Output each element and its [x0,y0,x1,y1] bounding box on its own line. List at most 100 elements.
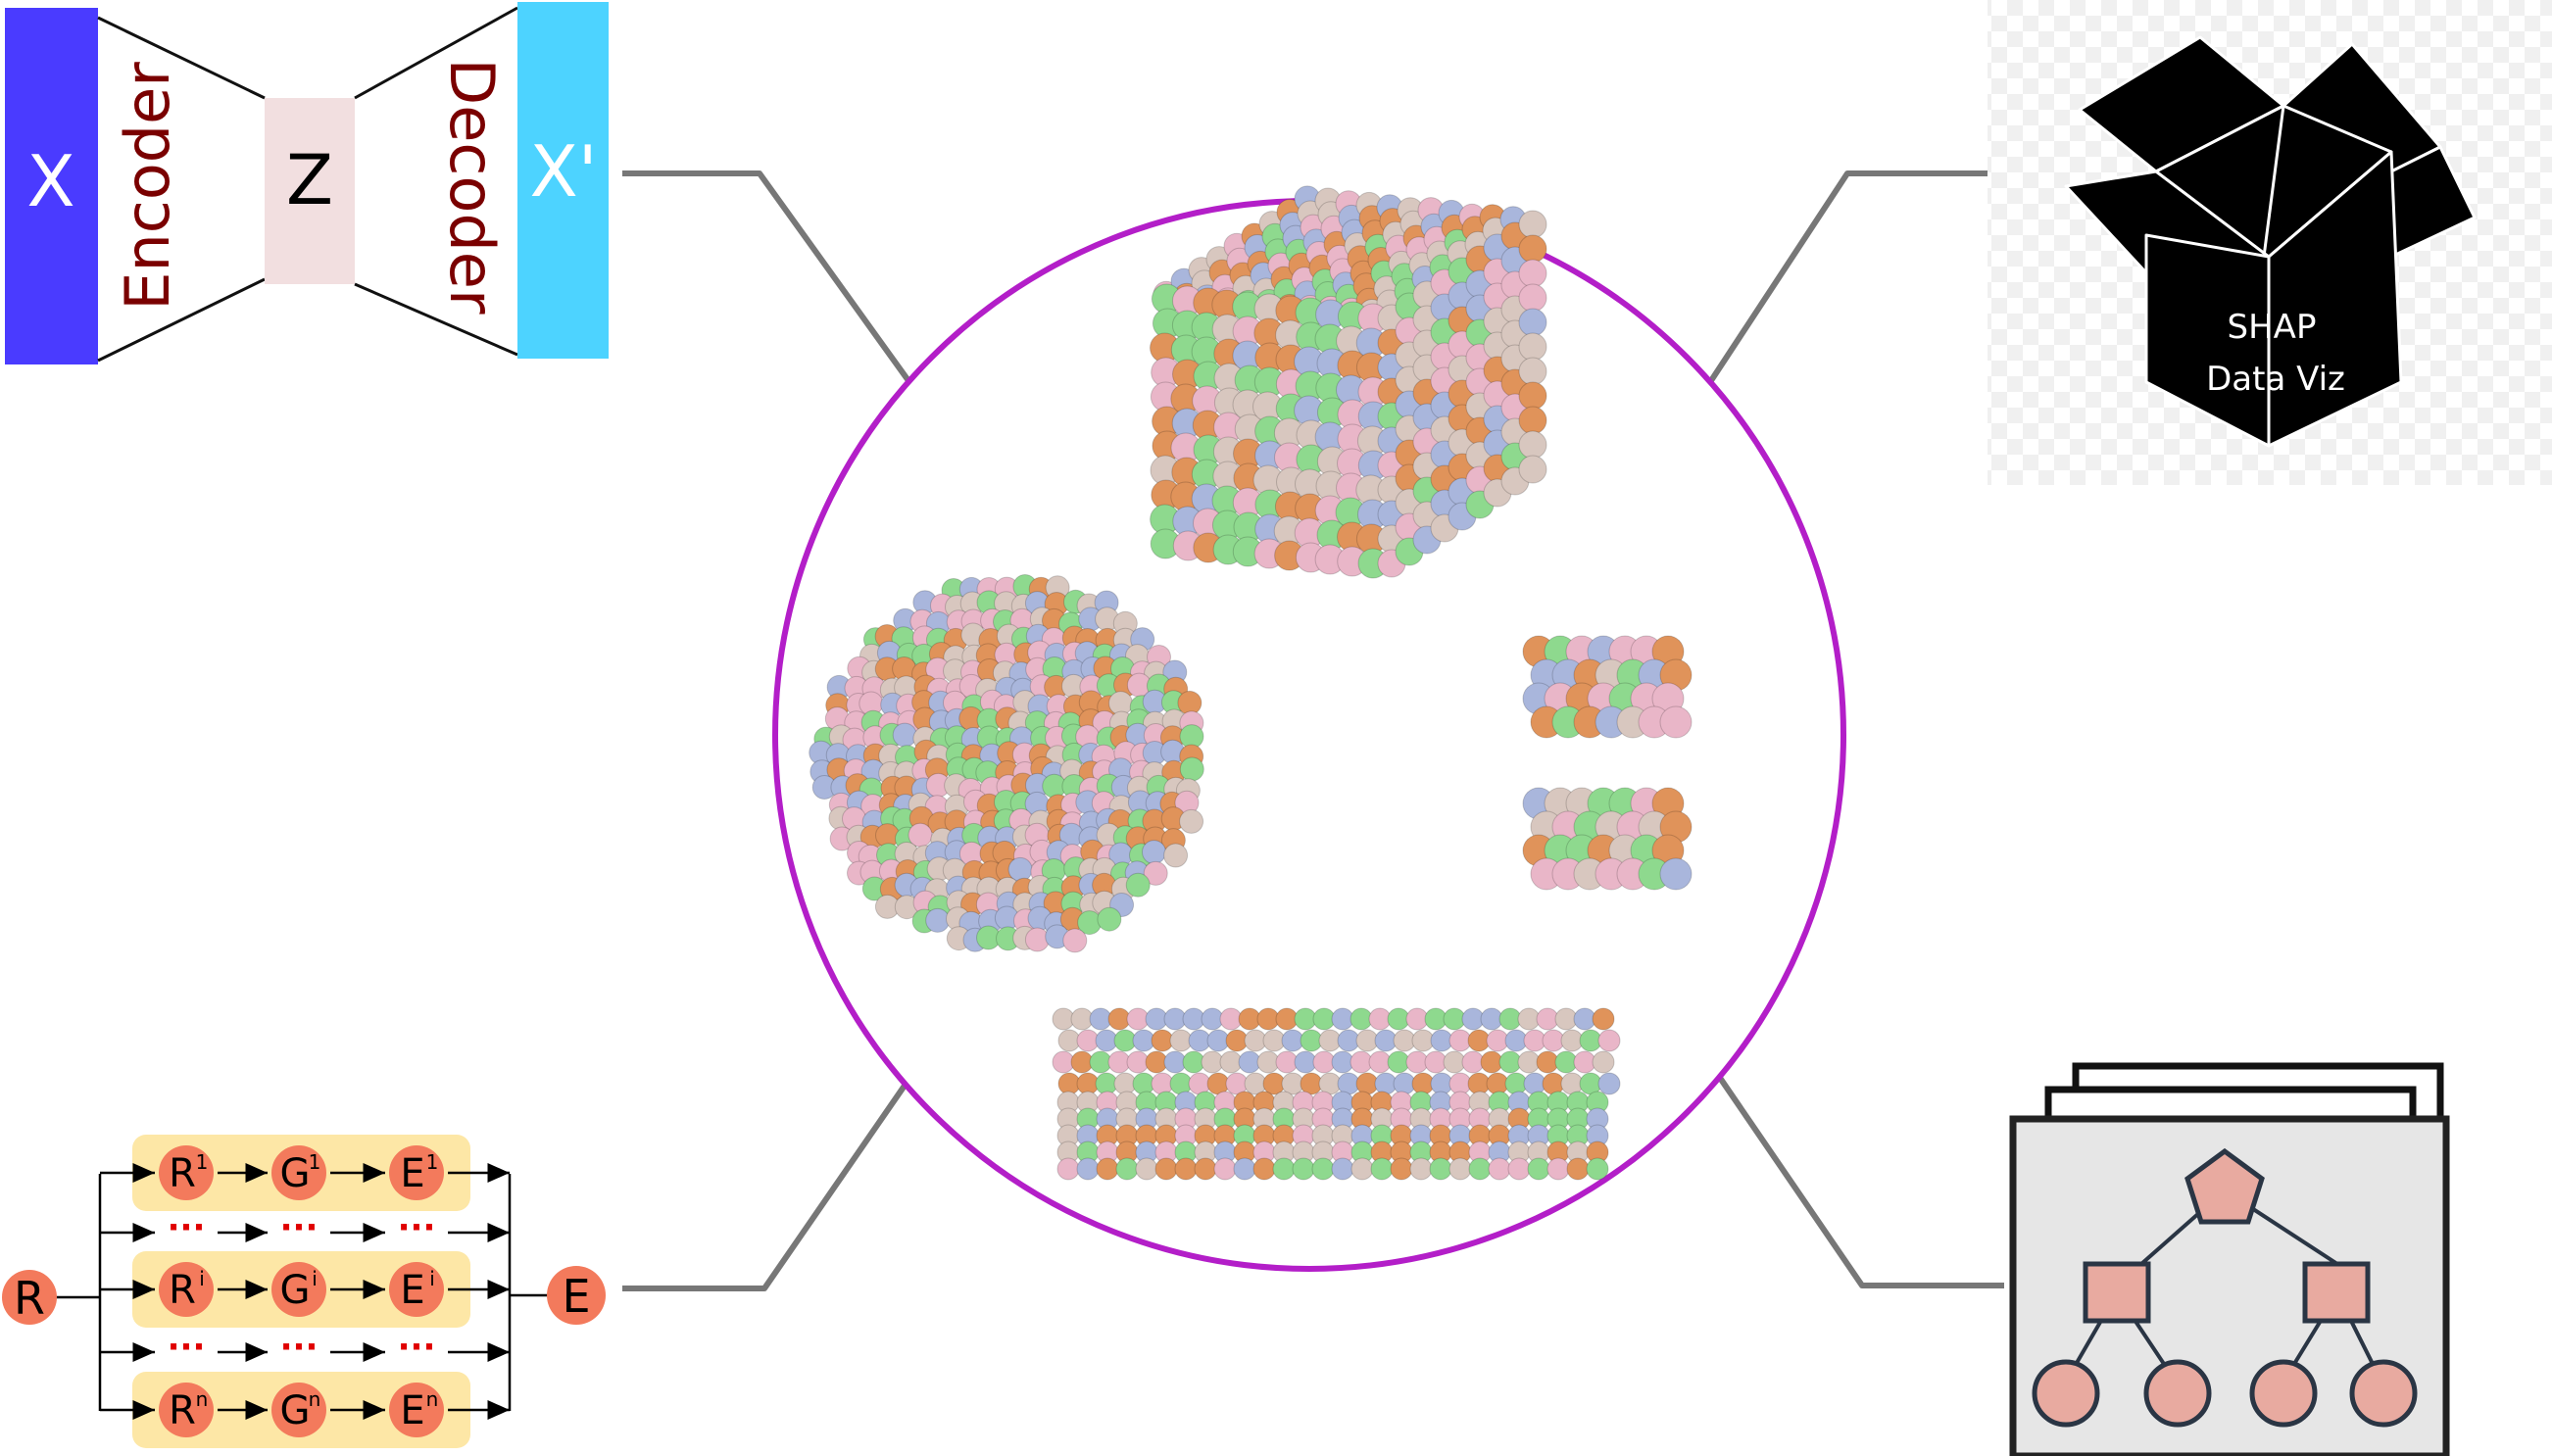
atom [1142,840,1166,865]
connector-lines [622,170,2004,1291]
tree-leaf-3 [2249,1359,2318,1428]
ensemble-ellipsis: ··· [168,1208,206,1247]
atom [1518,210,1547,239]
input-label: X [26,140,74,222]
tree-right-square [2302,1261,2371,1324]
atom [1518,234,1547,264]
shap-line2: Data Viz [2206,360,2345,399]
ensemble-output-label: E [562,1270,590,1323]
atom [1135,1157,1158,1181]
atom [925,907,951,933]
atom [1448,1157,1472,1181]
tree-leaf-2 [2143,1359,2212,1428]
atom [1252,1157,1276,1181]
atom [1096,1157,1119,1181]
atom [1174,1157,1198,1181]
atom [1659,705,1693,739]
atom [1350,1157,1374,1181]
output-label: X' [529,130,597,213]
ensemble-node-superscript: i [199,1267,205,1290]
atom [1566,1157,1590,1181]
decoder-label: Decoder [436,59,508,315]
ensemble-output-node [547,1266,606,1325]
connector-bottom-left [622,1081,909,1291]
atom [1518,308,1547,337]
ensemble-input-label: R [14,1272,45,1325]
atom [1592,1007,1615,1031]
atom [1062,928,1088,953]
atom [1390,1157,1413,1181]
atom [1076,1157,1100,1181]
atom [1518,455,1547,484]
atom [1331,1157,1354,1181]
nanoparticle-structures [809,185,1693,1181]
ensemble-node-superscript: i [429,1267,435,1290]
atom [1518,259,1547,288]
shap-box-illustration: SHAP Data Viz [1988,0,2552,485]
ensemble-ellipsis: ··· [398,1208,436,1247]
encoder-edge-bottom [97,277,266,363]
open-box-icon [2064,35,2477,448]
ensemble-node-label: G [280,1388,311,1433]
atom [1592,1050,1615,1074]
atom [1143,860,1168,886]
atom [1179,756,1204,782]
ensemble-node-label: G [280,1268,311,1313]
ensemble-input-node [2,1270,57,1325]
atom [1518,381,1547,411]
decoder-edge-top [354,6,518,100]
atom [1179,808,1204,834]
atom [1518,406,1547,435]
ensemble-node-e [389,1145,444,1200]
atom [1518,283,1547,313]
ensemble-node-label: E [400,1151,424,1196]
atom [1056,1157,1080,1181]
atom [1370,1157,1394,1181]
tree-root-pentagon [2184,1147,2265,1225]
ensemble-node-superscript: n [196,1387,209,1411]
ensemble-node-r [159,1145,214,1200]
ensemble-node-superscript: 1 [426,1150,439,1174]
ensemble-node-g [271,1262,326,1317]
connector-bottom-right [1717,1076,2004,1288]
encoder-label: Encoder [112,62,183,311]
ensemble-node-g [271,1383,326,1437]
ensemble-node-superscript: n [426,1387,439,1411]
atom [1507,1157,1531,1181]
atom [1409,1157,1433,1181]
atom [1097,906,1122,932]
latent-label: Z [286,140,333,220]
ensemble-node-superscript: 1 [309,1150,321,1174]
atom [1292,1157,1315,1181]
ensemble-node-superscript: i [312,1267,318,1290]
latent-block [265,98,355,284]
atom [1311,1157,1335,1181]
decision-tree-stack [2009,1062,2450,1456]
atom [1115,1157,1139,1181]
atom [1213,1157,1237,1181]
tree-left-square [2083,1261,2151,1324]
atom [1586,1157,1609,1181]
ensemble-node-label: E [400,1268,424,1313]
atom [1154,1157,1178,1181]
tree-leaf-1 [2032,1359,2100,1428]
atom [1597,1029,1621,1052]
connector-top-left [622,170,912,384]
ensemble-node-label: R [169,1388,196,1433]
ensemble-node-e [389,1262,444,1317]
ensemble-ellipsis: ··· [398,1328,436,1367]
ensemble-node-r [159,1383,214,1437]
atom [1488,1157,1511,1181]
ensemble-ellipsis: ··· [168,1328,206,1367]
input-block [5,8,98,364]
output-block [517,2,609,359]
atom [1659,857,1693,891]
ensemble-node-label: R [169,1268,196,1313]
ensemble-node-superscript: n [309,1387,321,1411]
atom [1233,1157,1256,1181]
ensemble-node-label: E [400,1388,424,1433]
atom [1546,1157,1570,1181]
encoder-edge-top [97,16,266,100]
shap-line1: SHAP [2228,308,2317,347]
